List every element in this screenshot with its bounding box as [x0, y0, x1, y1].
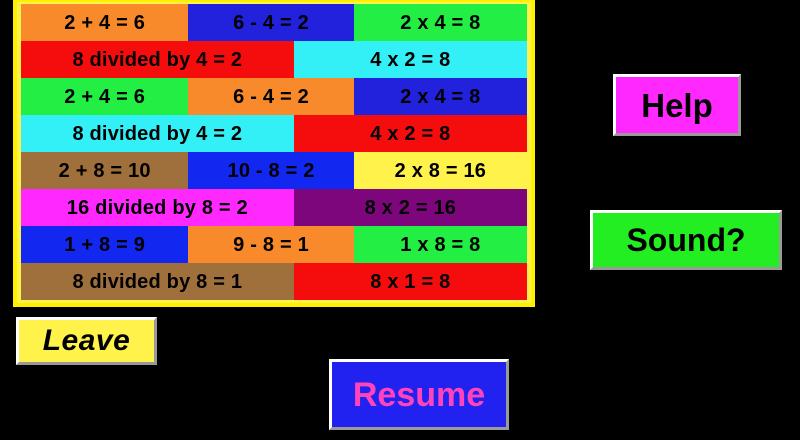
fact-cell[interactable]: 8 x 1 = 8	[293, 263, 527, 300]
fact-cell[interactable]: 1 + 8 = 9	[21, 226, 189, 263]
fact-cell[interactable]: 8 divided by 4 = 2	[21, 115, 294, 152]
fact-cell[interactable]: 2 + 4 = 6	[21, 78, 189, 115]
fact-cell[interactable]: 9 - 8 = 1	[188, 226, 354, 263]
sound-button[interactable]: Sound?	[589, 209, 783, 271]
fact-cell[interactable]: 2 + 8 = 10	[21, 152, 189, 189]
fact-cell[interactable]: 2 x 4 = 8	[353, 4, 528, 41]
fact-cell[interactable]: 2 x 4 = 8	[353, 78, 528, 115]
fact-cell[interactable]: 10 - 8 = 2	[188, 152, 354, 189]
fact-cell[interactable]: 2 + 4 = 6	[21, 4, 189, 41]
fact-cell[interactable]: 16 divided by 8 = 2	[21, 189, 294, 226]
leave-button[interactable]: Leave	[15, 316, 158, 366]
help-button[interactable]: Help	[612, 73, 742, 137]
fact-cell[interactable]: 8 divided by 8 = 1	[21, 263, 294, 300]
fact-cell[interactable]: 6 - 4 = 2	[188, 78, 354, 115]
fact-cell[interactable]: 2 x 8 = 16	[353, 152, 528, 189]
fact-cell[interactable]: 8 divided by 4 = 2	[21, 41, 294, 78]
fact-cell[interactable]: 6 - 4 = 2	[188, 4, 354, 41]
fact-cell[interactable]: 8 x 2 = 16	[293, 189, 527, 226]
fact-cell[interactable]: 4 x 2 = 8	[293, 115, 527, 152]
fact-cell[interactable]: 1 x 8 = 8	[353, 226, 528, 263]
fact-cell[interactable]: 4 x 2 = 8	[293, 41, 527, 78]
resume-button[interactable]: Resume	[328, 358, 510, 431]
